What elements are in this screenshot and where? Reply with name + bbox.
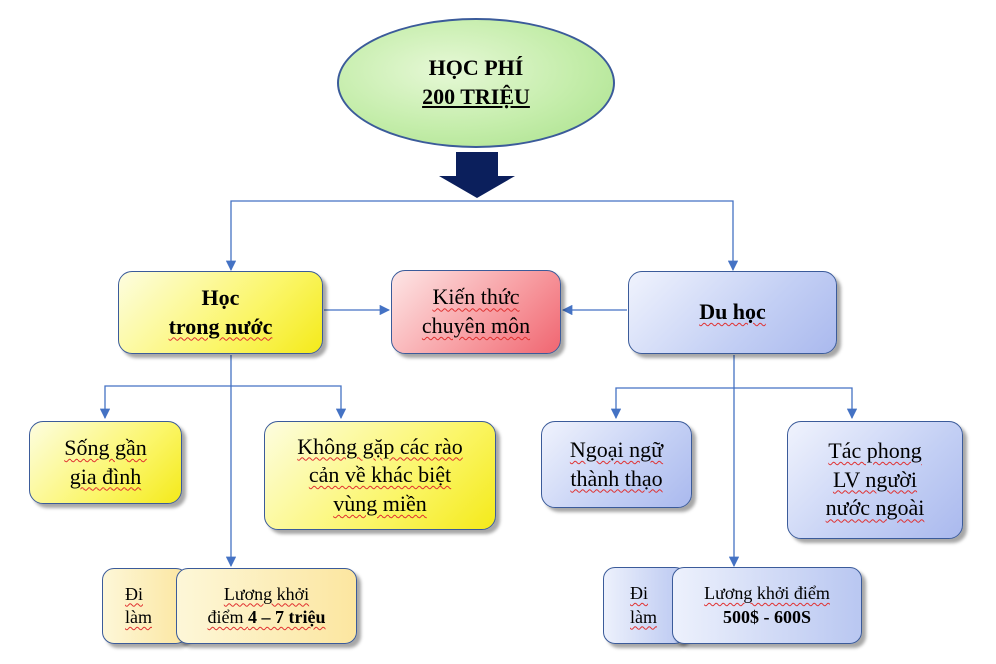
no-barriers-node: Không gặp các rào cản về khác biệt vùng … [264,421,496,530]
no-barriers-line3: vùng miền [333,490,427,516]
no-barriers-line1: Không gặp các rào [297,433,463,459]
near-family-node: Sống gần gia đình [29,421,182,504]
salary-abroad-line1: Lương khởi điểm [704,583,830,604]
work-style-line3: nước ngoài [825,495,925,521]
knowledge-line1: Kiến thức [432,284,520,310]
salary-abroad-node: Lương khởi điểm 500$ - 600S [672,567,862,644]
work-domestic-node: Đi làm [102,568,188,644]
root-line2: 200 TRIỆU [422,84,530,109]
salary-domestic-node: Lương khởi điểm 4 – 7 triệu [176,568,357,644]
root-node: HỌC PHÍ 200 TRIỆU [337,18,615,148]
salary-domestic-line1: Lương khởi [223,583,310,604]
work-abroad-line1: Đi [630,583,648,604]
language-node: Ngoại ngữ thành thạo [541,421,692,508]
near-family-line1: Sống gần [64,434,147,460]
no-barriers-line2: cản về khác biệt [308,462,452,488]
abroad-label: Du học [699,299,766,325]
work-abroad-line2: làm [630,606,657,627]
domestic-study-node: Học trong nước [118,271,323,354]
knowledge-node: Kiến thức chuyên môn [391,270,561,354]
language-line1: Ngoại ngữ [569,436,664,462]
root-line1: HỌC PHÍ [428,55,524,81]
salary-domestic-prefix: điểm [207,607,248,627]
work-style-line2: LV người [832,466,918,492]
salary-domestic-line2: điểm 4 – 7 triệu [208,606,326,629]
near-family-line2: gia đình [69,463,142,489]
salary-abroad-line2: 500$ - 600S [722,606,811,627]
work-style-node: Tác phong LV người nước ngoài [787,421,963,539]
salary-domestic-value: 4 – 7 triệu [248,607,326,627]
knowledge-line2: chuyên môn [421,313,531,338]
language-line2: thành thạo [570,465,663,491]
work-domestic-line1: Đi [125,583,143,604]
domestic-line1: Học [201,284,240,310]
connector-root-branches [225,200,739,272]
big-down-arrow [439,152,515,198]
connector-domestic-children [99,385,347,420]
work-domestic-line2: làm [125,607,152,627]
abroad-study-node: Du học [628,271,837,354]
domestic-line2: trong nước [168,313,273,339]
work-style-line1: Tác phong [828,438,922,464]
